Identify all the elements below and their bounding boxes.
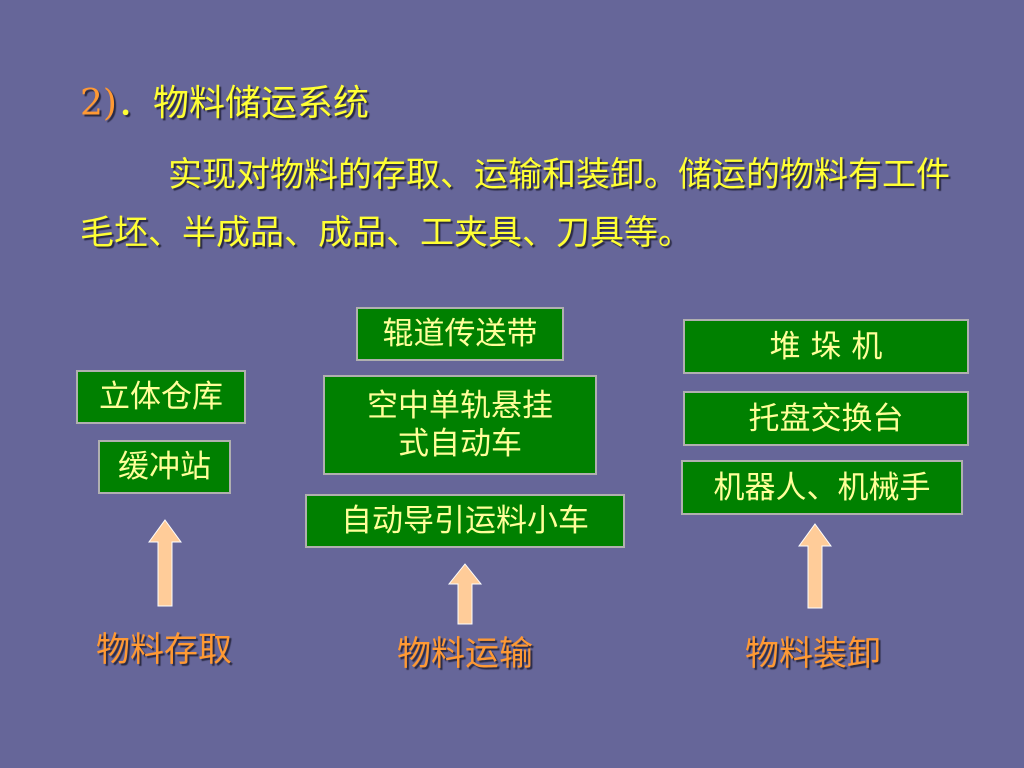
- arrow-up-icon: [447, 563, 483, 625]
- label-material-storage: 物料存取: [96, 630, 232, 670]
- intro-paragraph: 实现对物料的存取、运输和装卸。储运的物料有工件毛坯、半成品、成品、工夹具、刀具等…: [80, 155, 950, 253]
- box-pallet-exchanger: 托盘交换台: [683, 391, 969, 446]
- label-material-transport: 物料运输: [397, 634, 533, 674]
- box-robot-manipulator: 机器人、机械手: [681, 460, 963, 515]
- slide-title: 2)．物料储运系统: [80, 82, 369, 126]
- box-agv: 自动导引运料小车: [305, 494, 625, 548]
- box-stacker-crane: 堆 垛 机: [683, 319, 969, 374]
- arrow-up-icon: [798, 523, 832, 609]
- box-overhead-monorail-vehicle: 空中单轨悬挂式自动车: [323, 375, 597, 475]
- arrow-up-icon: [148, 519, 182, 607]
- title-text: ．物料储运系统: [116, 83, 369, 124]
- title-number: 2): [80, 83, 117, 124]
- box-roller-conveyor: 辊道传送带: [356, 307, 564, 361]
- box-stereo-warehouse: 立体仓库: [76, 370, 246, 424]
- label-material-handling: 物料装卸: [745, 634, 881, 674]
- box-buffer-station: 缓冲站: [98, 440, 231, 494]
